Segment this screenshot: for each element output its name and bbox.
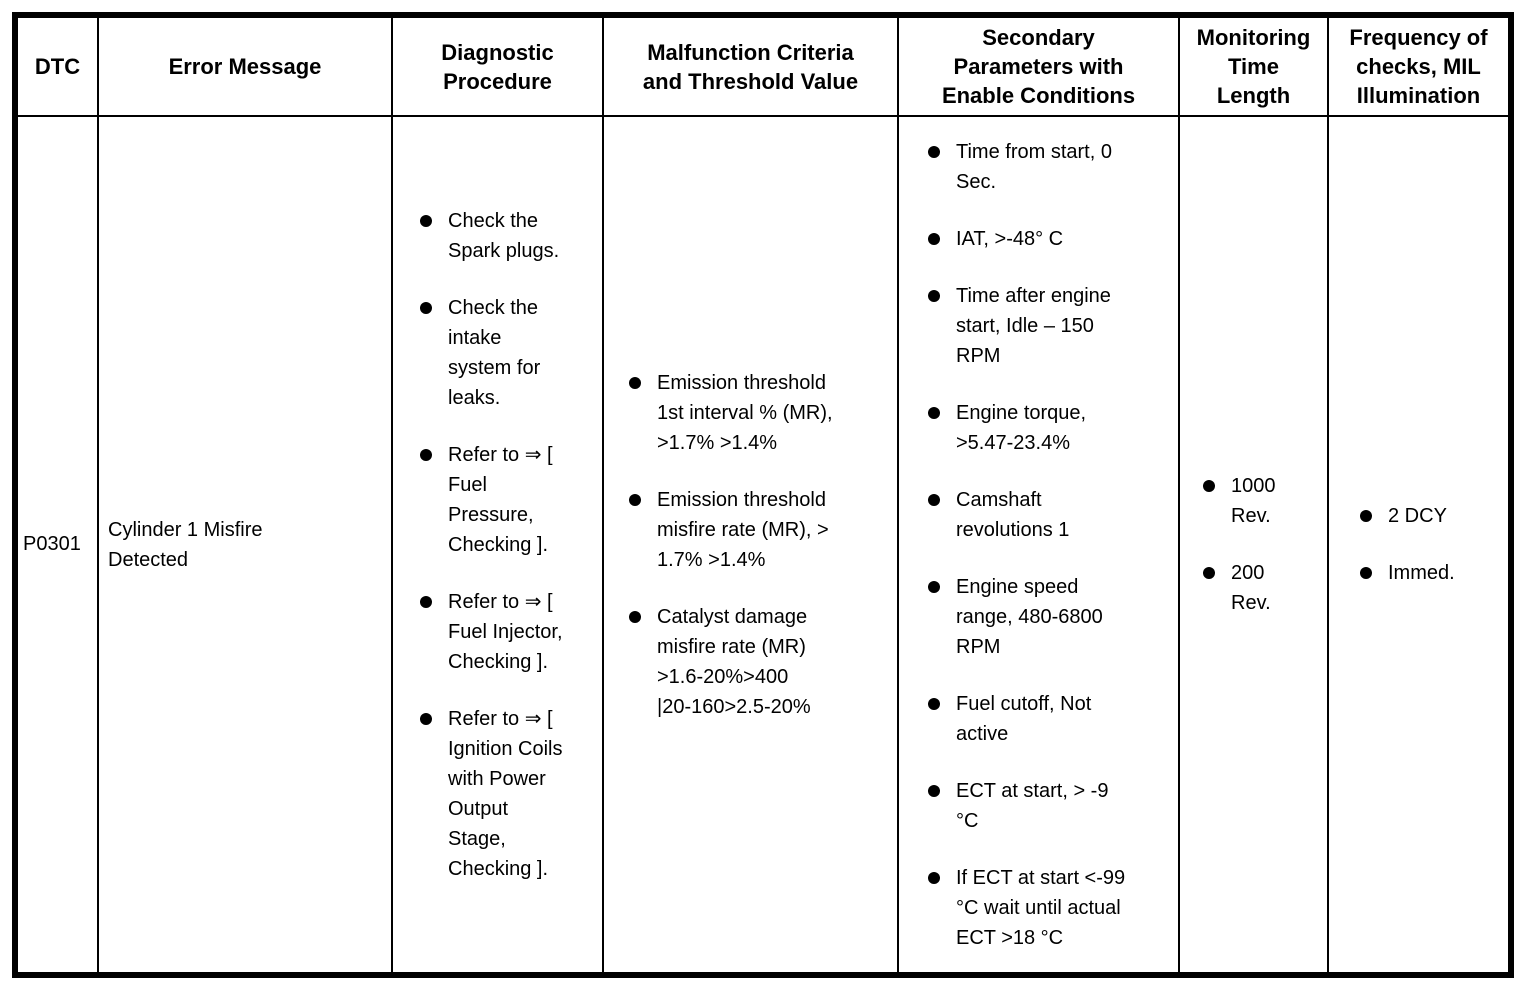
bullet-text: Check the intake system for leaks.: [448, 296, 541, 409]
bullet-icon: [928, 406, 940, 419]
bullet-text: 1000 Rev.: [1231, 475, 1276, 527]
bullet-item: Check the intake system for leaks.: [420, 293, 595, 413]
header-row: DTC Error Message Diagnostic Procedure M…: [14, 14, 1512, 117]
bullet-item: 1000 Rev.: [1203, 471, 1320, 531]
bullet-item: Immed.: [1360, 558, 1501, 588]
bullet-icon: [1360, 510, 1372, 522]
bullet-text: Time after engine start, Idle – 150 RPM: [956, 284, 1111, 367]
bullet-text: Refer to ⇒ [ Ignition Coils with Power O…: [448, 707, 563, 880]
bullet-item: Engine torque, >5.47-23.4%: [928, 398, 1167, 458]
header-secondary-parameters: Secondary Parameters with Enable Conditi…: [897, 14, 1180, 117]
bullet-icon: [928, 871, 940, 884]
bullet-item: Engine speed range, 480-6800 RPM: [928, 572, 1167, 662]
header-frequency-of-checks: Frequency of checks, MIL Illumination: [1327, 14, 1512, 117]
bullet-icon: [928, 784, 940, 797]
secondary-parameters-list: Time from start, 0 Sec. IAT, >-48° C Time …: [900, 137, 1177, 953]
bullet-item: Catalyst damage misfire rate (MR) >1.6-2…: [629, 602, 890, 722]
bullet-text: 2 DCY: [1388, 505, 1447, 527]
cell-secondary-parameters: Time from start, 0 Sec. IAT, >-48° C Time …: [897, 115, 1180, 976]
bullet-text: Emission threshold 1st interval % (MR), …: [657, 371, 833, 454]
cell-monitoring-time-length: 1000 Rev. 200 Rev.: [1178, 115, 1329, 976]
table-row: P0301 Cylinder 1 Misfire Detected Check …: [14, 115, 1512, 976]
bullet-icon: [1360, 567, 1372, 579]
cell-dtc-code: P0301: [14, 115, 99, 976]
bullet-icon: [629, 610, 641, 623]
bullet-item: Emission threshold misfire rate (MR), > …: [629, 485, 890, 575]
header-dtc: DTC: [14, 14, 99, 117]
bullet-text: Engine torque, >5.47-23.4%: [956, 401, 1087, 454]
frequency-of-checks-list: 2 DCY Immed.: [1330, 501, 1507, 588]
bullet-text: Immed.: [1388, 562, 1455, 584]
bullet-icon: [420, 712, 432, 725]
bullet-icon: [1203, 567, 1215, 579]
bullet-item: 2 DCY: [1360, 501, 1501, 531]
bullet-icon: [420, 595, 432, 608]
bullet-icon: [928, 145, 940, 158]
bullet-item: IAT, >-48° C: [928, 224, 1167, 254]
diagnostic-procedure-list: Check the Spark plugs. Check the intake s…: [394, 206, 601, 884]
bullet-item: ECT at start, > -9 °C: [928, 776, 1167, 836]
bullet-text: Catalyst damage misfire rate (MR) >1.6-2…: [657, 605, 811, 718]
bullet-text: Camshaft revolutions 1: [956, 488, 1070, 541]
header-error-message: Error Message: [97, 14, 393, 117]
bullet-item: Emission threshold 1st interval % (MR), …: [629, 368, 890, 458]
bullet-text: Refer to ⇒ [ Fuel Pressure, Checking ].: [448, 443, 553, 556]
malfunction-criteria-list: Emission threshold 1st interval % (MR), …: [605, 368, 896, 722]
header-diagnostic-procedure: Diagnostic Procedure: [391, 14, 604, 117]
bullet-item: Time from start, 0 Sec.: [928, 137, 1167, 197]
bullet-text: ECT at start, > -9 °C: [956, 779, 1109, 832]
bullet-text: Check the Spark plugs.: [448, 209, 560, 262]
bullet-icon: [420, 214, 432, 227]
bullet-item: Refer to ⇒ [ Fuel Pressure, Checking ].: [420, 440, 595, 560]
bullet-icon: [928, 580, 940, 593]
bullet-item: If ECT at start <-99 °C wait until actua…: [928, 863, 1167, 953]
bullet-item: Fuel cutoff, Not active: [928, 689, 1167, 749]
bullet-text: If ECT at start <-99 °C wait until actua…: [956, 866, 1126, 949]
bullet-item: Check the Spark plugs.: [420, 206, 595, 266]
cell-error-message: Cylinder 1 Misfire Detected: [97, 115, 393, 976]
bullet-icon: [928, 232, 940, 245]
bullet-text: IAT, >-48° C: [956, 227, 1064, 250]
bullet-item: Refer to ⇒ [ Fuel Injector, Checking ].: [420, 587, 595, 677]
bullet-icon: [629, 493, 641, 506]
bullet-item: 200 Rev.: [1203, 558, 1320, 618]
bullet-item: Refer to ⇒ [ Ignition Coils with Power O…: [420, 704, 595, 884]
bullet-text: 200 Rev.: [1231, 562, 1271, 614]
cell-frequency-of-checks: 2 DCY Immed.: [1327, 115, 1512, 976]
bullet-icon: [629, 376, 641, 389]
bullet-text: Time from start, 0 Sec.: [956, 140, 1112, 193]
bullet-icon: [928, 289, 940, 302]
bullet-item: Camshaft revolutions 1: [928, 485, 1167, 545]
bullet-icon: [420, 301, 432, 314]
header-malfunction-criteria: Malfunction Criteria and Threshold Value: [602, 14, 899, 117]
bullet-item: Time after engine start, Idle – 150 RPM: [928, 281, 1167, 371]
dtc-table: DTC Error Message Diagnostic Procedure M…: [12, 12, 1514, 978]
header-monitoring-time-length: Monitoring Time Length: [1178, 14, 1329, 117]
monitoring-time-length-list: 1000 Rev. 200 Rev.: [1181, 471, 1326, 618]
bullet-text: Refer to ⇒ [ Fuel Injector, Checking ].: [448, 590, 563, 673]
cell-malfunction-criteria: Emission threshold 1st interval % (MR), …: [602, 115, 899, 976]
bullet-text: Fuel cutoff, Not active: [956, 692, 1092, 745]
bullet-icon: [420, 448, 432, 461]
bullet-icon: [928, 697, 940, 710]
bullet-text: Engine speed range, 480-6800 RPM: [956, 575, 1103, 658]
bullet-icon: [928, 493, 940, 506]
bullet-text: Emission threshold misfire rate (MR), > …: [657, 488, 829, 571]
cell-diagnostic-procedure: Check the Spark plugs. Check the intake s…: [391, 115, 604, 976]
bullet-icon: [1203, 480, 1215, 492]
